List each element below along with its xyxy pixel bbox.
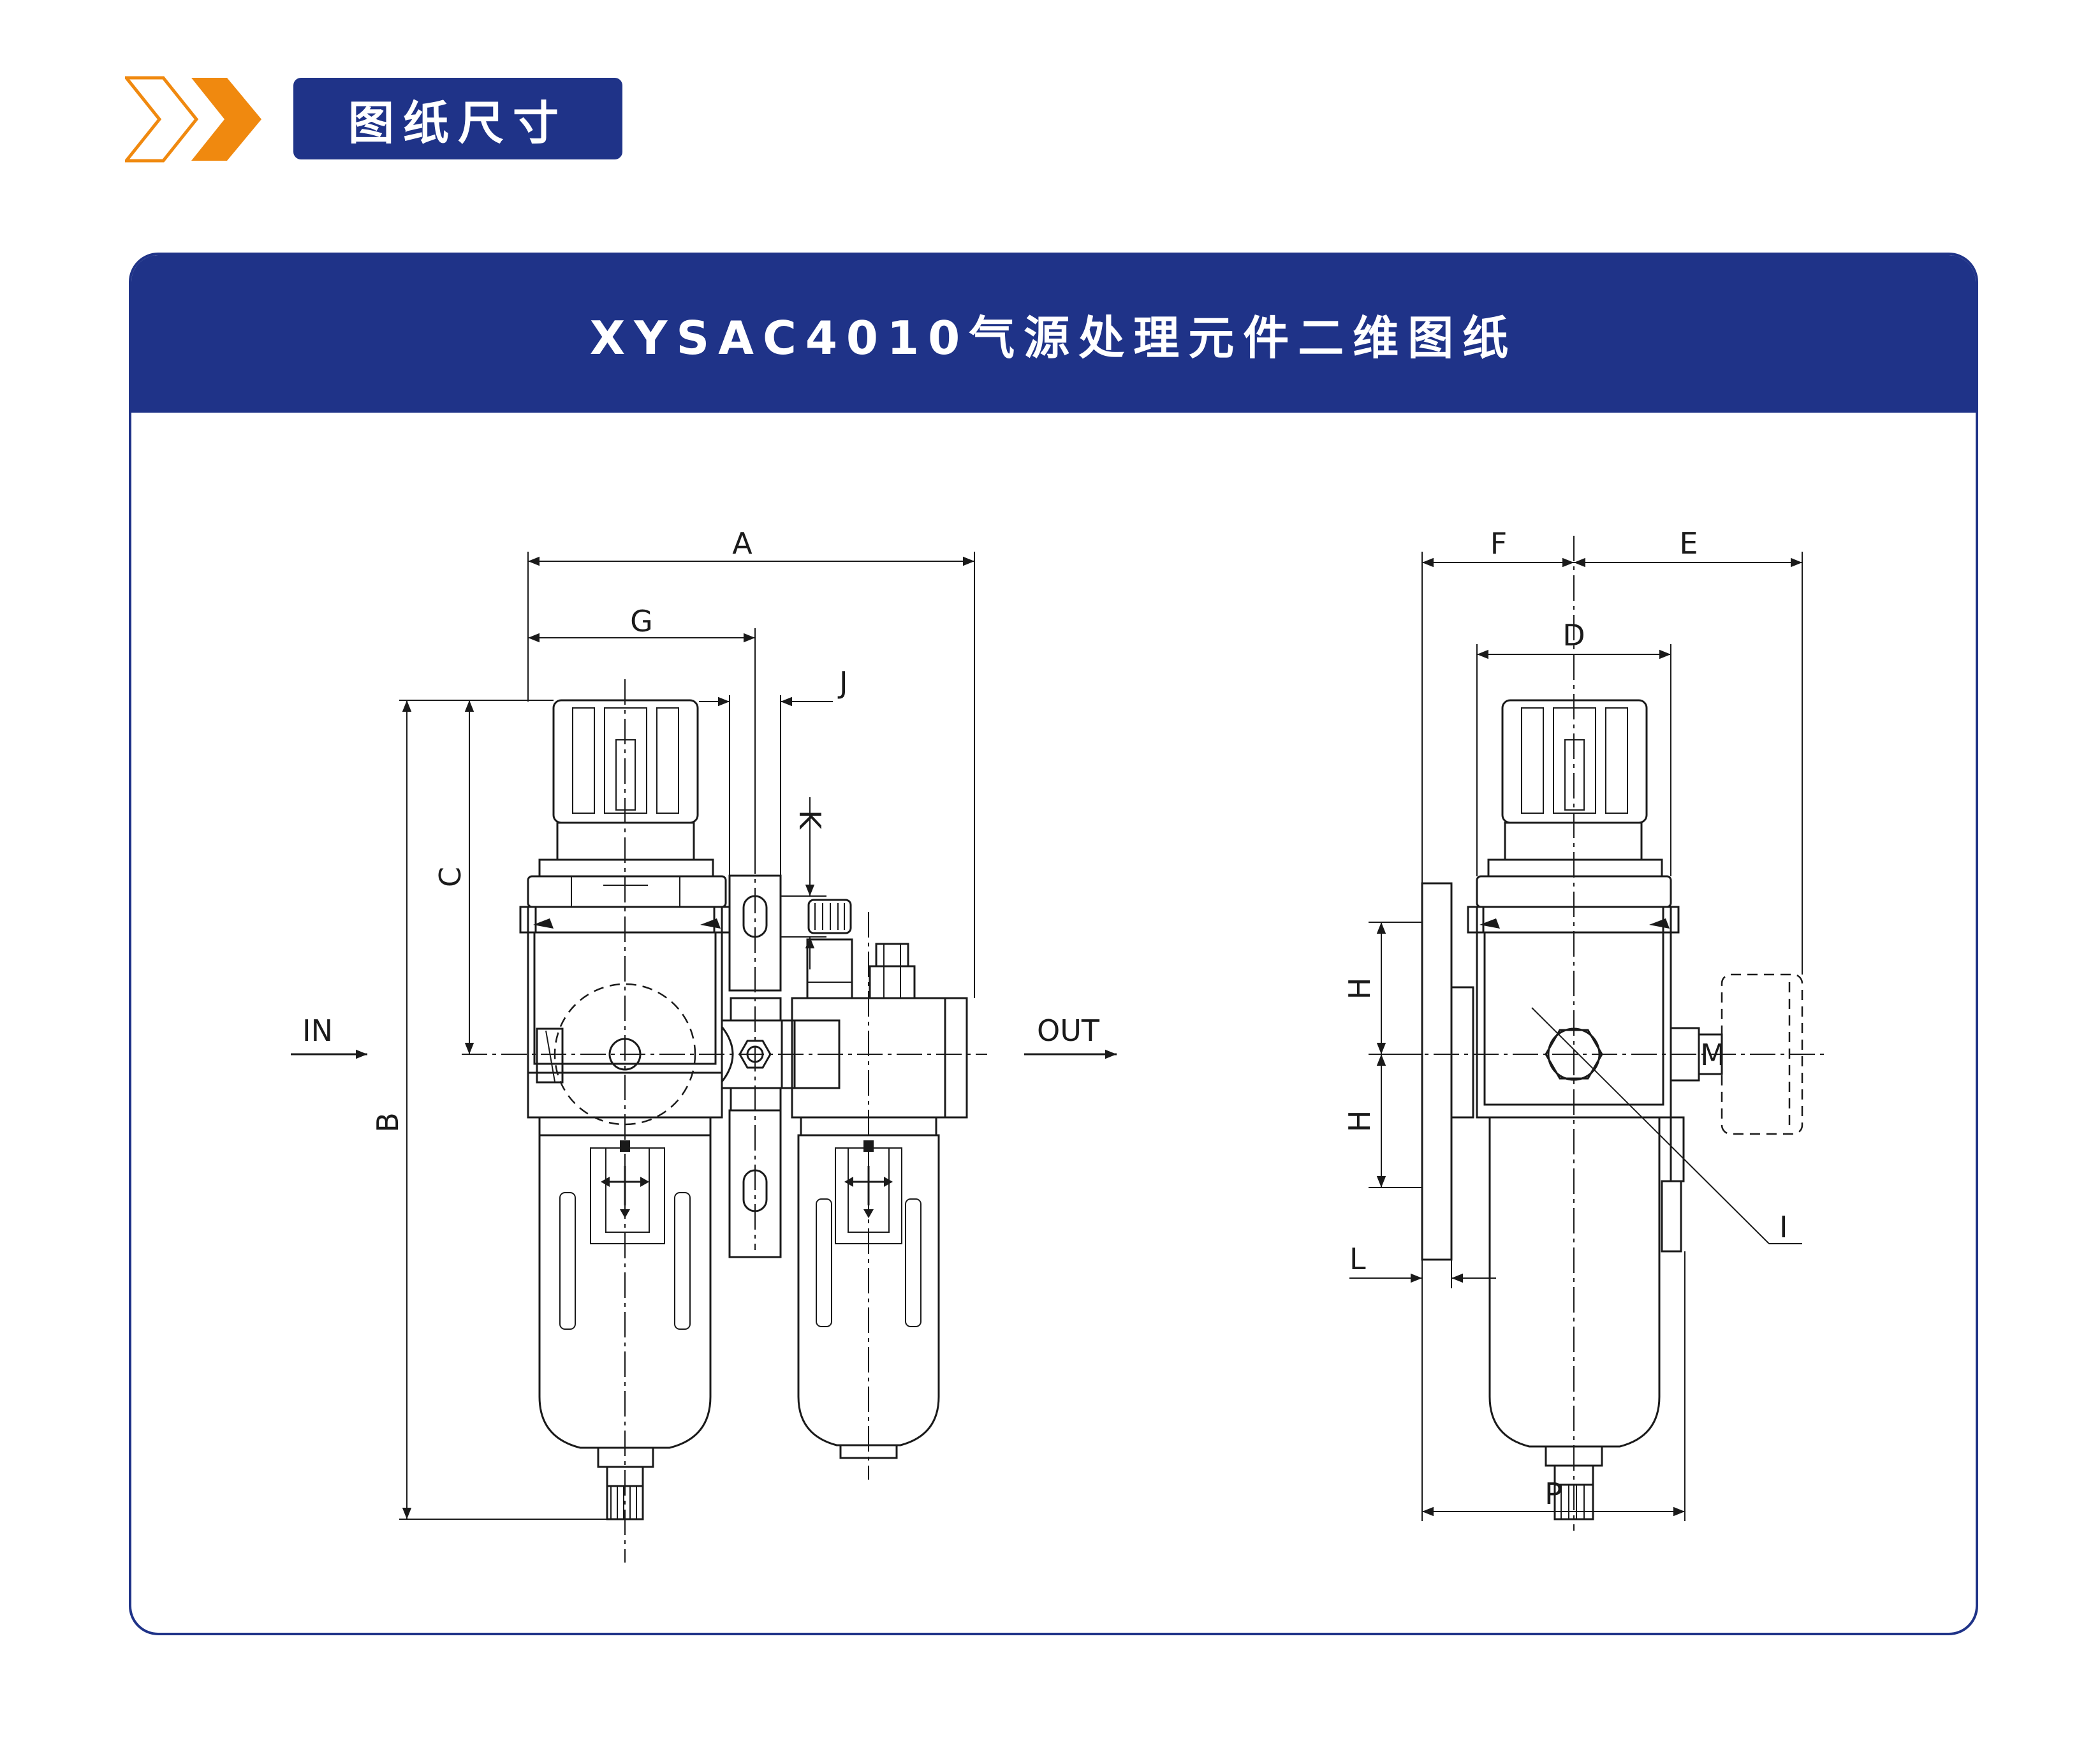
drawing-panel: XYSAC4010气源处理元件二维图纸 IN OUT <box>129 253 1978 1635</box>
dim-f-label: F <box>1490 526 1507 561</box>
double-chevron-icon <box>125 76 261 163</box>
dim-m-label: M <box>1700 1038 1726 1072</box>
panel-title: XYSAC4010气源处理元件二维图纸 <box>589 311 1518 365</box>
section-tag: 图纸尺寸 <box>293 78 622 159</box>
dim-l-label: L <box>1349 1242 1366 1276</box>
dim-k-label: K <box>793 810 827 830</box>
dim-j-label: J <box>837 665 848 700</box>
dim-h1-label: H <box>1342 978 1377 1000</box>
in-port-label: IN <box>302 1013 333 1048</box>
technical-drawing: IN OUT <box>291 526 1828 1563</box>
dim-c-label: C <box>433 867 467 887</box>
front-view: IN OUT <box>291 526 1117 1563</box>
dim-a-label: A <box>732 526 753 561</box>
section-header: 图纸尺寸 <box>125 71 622 167</box>
dim-d-label: D <box>1562 618 1585 652</box>
dim-g-label: G <box>630 604 653 638</box>
dim-e-label: E <box>1679 526 1698 561</box>
panel-header: XYSAC4010气源处理元件二维图纸 <box>131 255 1976 413</box>
dim-b-label: B <box>371 1112 405 1133</box>
side-view: I M F E <box>1342 526 1828 1531</box>
out-port-label: OUT <box>1037 1013 1100 1048</box>
dim-p-label: P <box>1545 1476 1562 1511</box>
dim-h2-label: H <box>1342 1110 1377 1133</box>
dim-i-label: I <box>1779 1210 1788 1244</box>
